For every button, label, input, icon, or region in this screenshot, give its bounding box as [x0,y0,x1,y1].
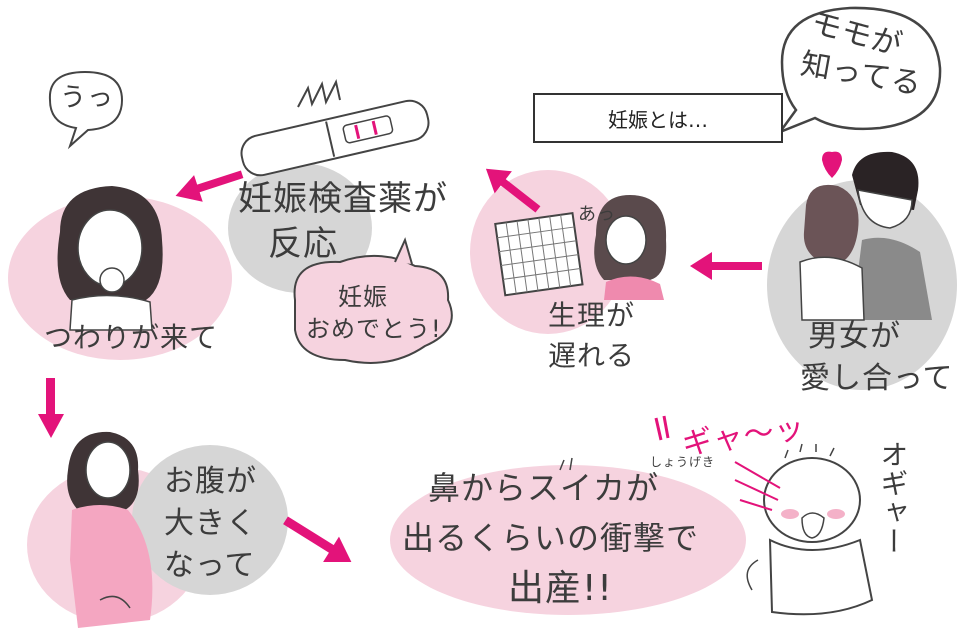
test-gray-blob [228,163,372,293]
belly-text-blob [132,445,288,595]
birth-blob [390,465,746,615]
title-box: 妊娠とは… [533,93,783,143]
morning-sickness-caption: つわりが来て [44,321,219,354]
birth-caption-line3: 出産!! [508,568,613,609]
test-caption-line1: 妊娠検査薬が [238,179,448,219]
arrow-couple-to-period [690,252,762,280]
corner-speech-bubble [776,6,942,135]
couple-caption-line2: 愛し合って [800,361,954,396]
couple-figure [799,151,932,321]
birth-caption-line2: 出るくらいの衝撃で [402,519,700,557]
crying-baby-figure [746,443,874,616]
pregnancy-test-stick [240,99,430,177]
belly-caption-line1: お腹が [164,464,257,499]
belly-caption-line3: なって [164,548,256,583]
arrow-belly-to-birth [283,516,352,563]
couple-caption-line1: 男女が [808,319,901,354]
flow-arrows [38,168,762,563]
baby-cry-dark: オギャー [876,440,910,556]
calendar [494,211,584,297]
congrats-line1: 妊娠 [338,283,388,311]
pregnant-woman-figure [67,431,153,628]
birth-caption-ruby: しょうげき [650,455,716,469]
late-period-exclaim: あっ [578,204,616,225]
arrow-period-to-test [485,168,541,213]
congrats-bubble [293,254,453,364]
congrats-line2: おめでとう! [306,315,442,343]
arrow-test-to-sickness [175,170,244,202]
belly-caption-line2: 大きく [164,506,257,541]
shock-lines [734,461,781,511]
late-period-line2: 遅れる [548,339,636,372]
nauseous-woman-figure [57,186,163,331]
arrow-sickness-to-belly [38,378,64,438]
test-caption-line2: 反応 [268,224,338,264]
vibration-lines [297,79,341,108]
nausea-text: うっ [60,83,115,113]
surprised-girl-figure [594,195,667,300]
title-text: 妊娠とは… [608,107,708,132]
nausea-bubble [48,70,124,150]
birth-caption-line1: 鼻からスイカが [428,469,660,507]
late-period-line1: 生理が [548,299,636,332]
